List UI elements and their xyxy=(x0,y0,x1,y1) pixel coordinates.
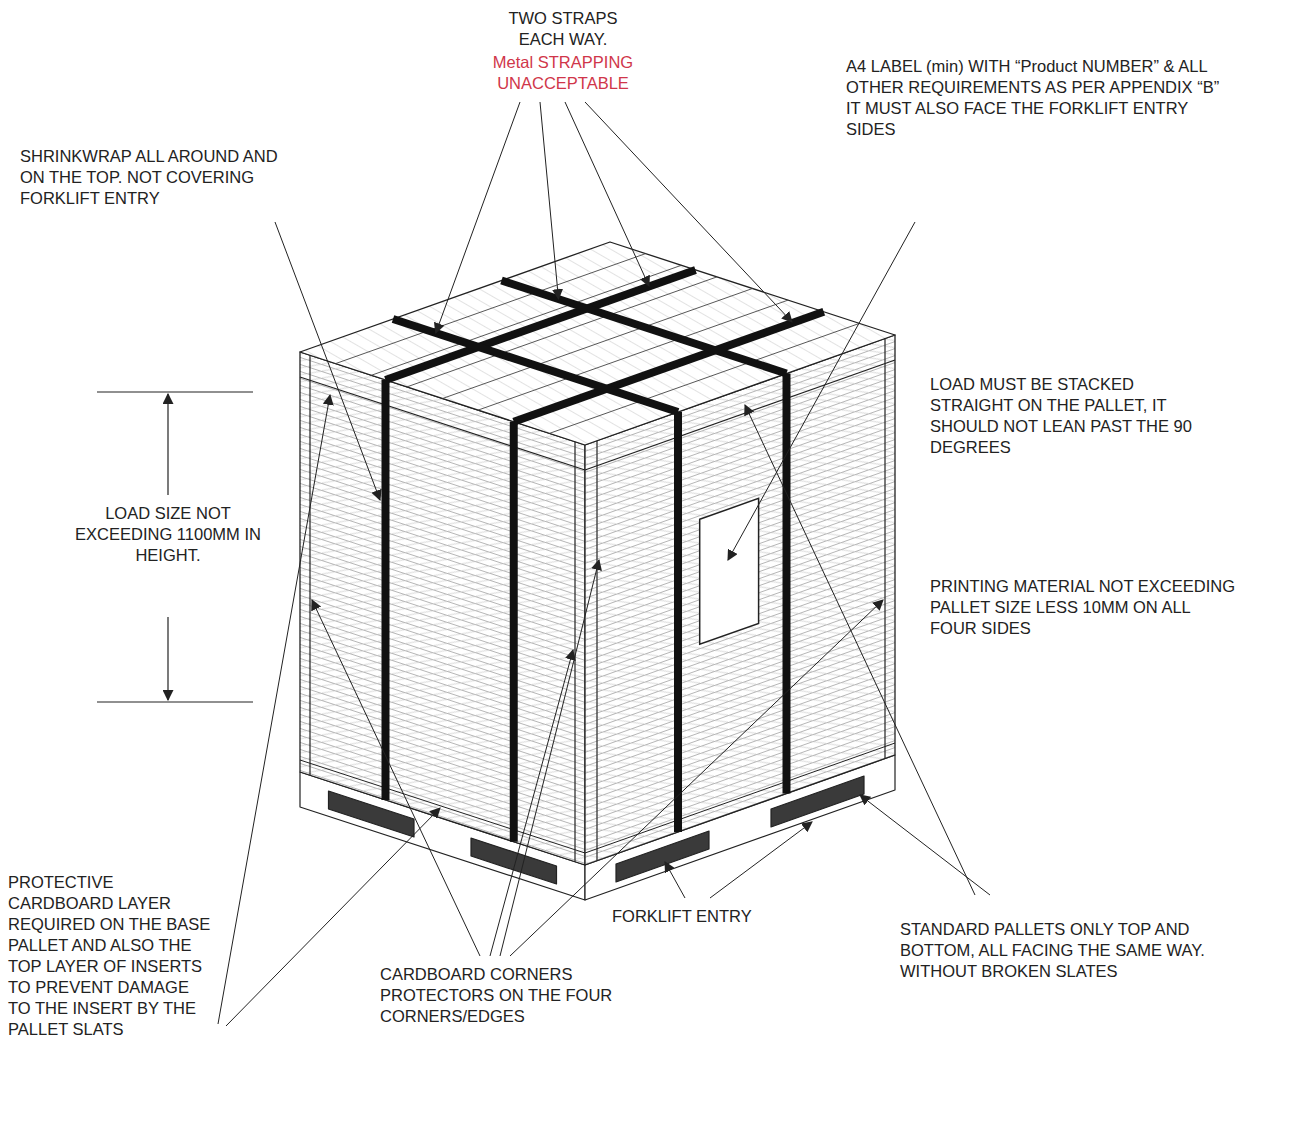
corner-protectors xyxy=(310,339,885,862)
callout-label: STANDARD PALLETS ONLY TOP AND BOTTOM, AL… xyxy=(900,919,1250,982)
callout-label: Metal STRAPPING UNACCEPTABLE xyxy=(478,52,648,94)
wrapped-load xyxy=(300,242,895,865)
callout-label: FORKLIFT ENTRY xyxy=(612,906,782,927)
callout-label: SHRINKWRAP ALL AROUND AND ON THE TOP. NO… xyxy=(20,146,300,209)
callout-label: PROTECTIVE CARDBOARD LAYER REQUIRED ON T… xyxy=(8,872,213,1040)
callout-label: LOAD SIZE NOT EXCEEDING 1100MM IN HEIGHT… xyxy=(73,503,263,566)
callout-label: CARDBOARD CORNERS PROTECTORS ON THE FOUR… xyxy=(380,964,625,1027)
callout-label: PRINTING MATERIAL NOT EXCEEDING PALLET S… xyxy=(930,576,1240,639)
straps xyxy=(386,270,824,842)
callout-label: LOAD MUST BE STACKED STRAIGHT ON THE PAL… xyxy=(930,374,1210,458)
callout-label: TWO STRAPS EACH WAY. xyxy=(488,8,638,50)
leader-lines xyxy=(218,102,990,1026)
callout-label: A4 LABEL (min) WITH “Product NUMBER” & A… xyxy=(846,56,1231,140)
